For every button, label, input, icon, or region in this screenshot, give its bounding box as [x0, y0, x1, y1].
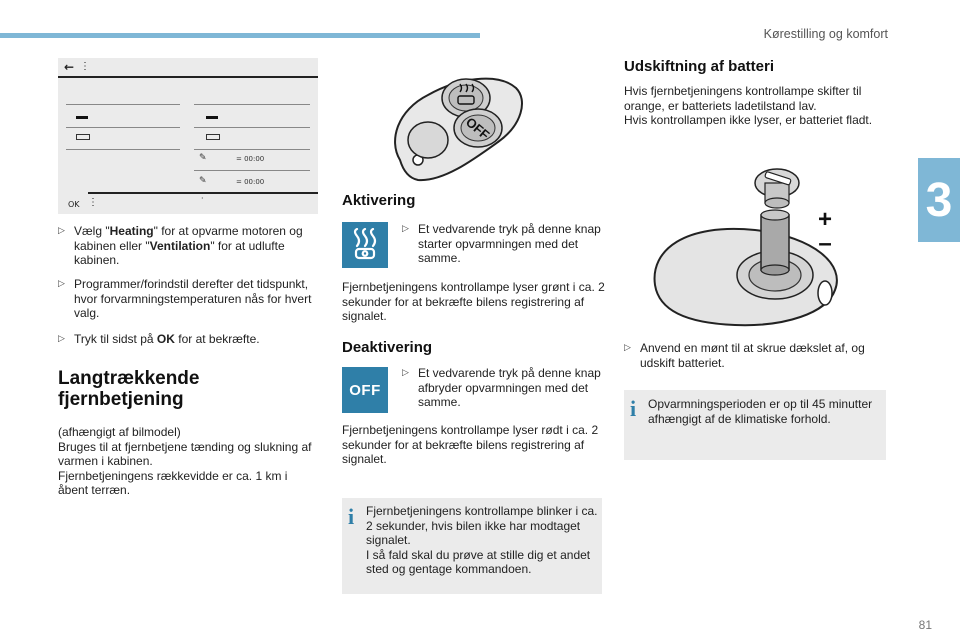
screen-line	[194, 104, 310, 105]
deactivation-description: Fjernbetjeningens kontrollampe lyser rød…	[342, 423, 599, 466]
bullet-icon: ▷	[624, 343, 631, 353]
bullet-program-time: ▷ Programmer/forindstil derefter det tid…	[58, 277, 324, 321]
info-box-signal: i Fjernbetjeningens kontrollampe blinker…	[342, 498, 602, 594]
bullet-icon: ▷	[402, 368, 409, 378]
bullet-icon: ▷	[58, 279, 65, 289]
bullet-replace-battery: ▷ Anvend en mønt til at skrue dækslet af…	[624, 341, 890, 370]
heading-battery-replacement: Udskiftning af batteri	[624, 58, 775, 75]
heading-deactivation: Deaktivering	[342, 339, 433, 356]
bullet-activation: ▷ Et vedvarende tryk på denne knap start…	[402, 222, 602, 266]
bullet-text: Programmer/forindstil derefter det tidsp…	[74, 277, 312, 320]
section-title: Kørestilling og komfort	[763, 27, 888, 41]
timer-1: = 00:00	[236, 155, 265, 163]
header-accent-bar	[0, 33, 480, 38]
setting-dash-2	[206, 116, 218, 119]
screen-line	[194, 127, 310, 128]
timer-2: = 00:00	[236, 178, 265, 186]
chapter-tab: 3	[918, 158, 960, 242]
info-text: Fjernbetjeningens kontrollampe blinker i…	[366, 504, 598, 576]
back-arrow-icon: ←	[64, 60, 75, 74]
screen-illustration: ← ⋮ ✎ = 00:00 ✎ = 00:00 OK ⋮ ·	[58, 58, 318, 214]
screen-line	[66, 104, 180, 105]
dot: ·	[201, 194, 204, 203]
bullet-icon: ▷	[402, 224, 409, 234]
bullet-confirm: ▷ Tryk til sidst på OK for at bekræfte.	[58, 332, 320, 347]
screen-line	[194, 170, 310, 171]
off-icon-label: OFF	[349, 381, 381, 399]
off-icon: OFF	[342, 367, 388, 413]
setting-toggle-1	[76, 134, 90, 140]
bullet-icon: ▷	[58, 334, 65, 344]
ok-button: OK	[68, 200, 80, 209]
remote-control-illustration: OFF	[394, 77, 523, 182]
menu-kebab-icon: ⋮	[88, 197, 98, 208]
battery-description: Hvis fjernbetjeningens kontrollampe skif…	[624, 84, 873, 127]
info-text: Opvarmningsperioden er op til 45 minutte…	[648, 397, 873, 426]
edit-pencil-icon: ✎	[199, 176, 207, 186]
screen-line	[66, 149, 180, 150]
seat-heat-icon	[353, 228, 377, 260]
bullet-text: Anvend en mønt til at skrue dækslet af, …	[640, 341, 865, 370]
bullet-text: Et vedvarende tryk på denne knap afbryde…	[418, 366, 601, 409]
setting-toggle-2	[206, 134, 220, 140]
screen-divider	[88, 192, 318, 194]
edit-pencil-icon: ✎	[199, 153, 207, 163]
bullet-deactivation: ▷ Et vedvarende tryk på denne knap afbry…	[402, 366, 602, 410]
bullet-select-mode: ▷ Vælg "Heating" for at opvarme motoren …	[58, 224, 320, 268]
activation-description: Fjernbetjeningens kontrollampe lyser grø…	[342, 280, 605, 323]
bullet-text: Et vedvarende tryk på denne knap starter…	[418, 222, 601, 265]
screen-divider	[58, 76, 318, 78]
info-box-heating-period: i Opvarmningsperioden er op til 45 minut…	[624, 390, 886, 460]
menu-kebab-icon: ⋮	[80, 61, 90, 72]
screen-line	[194, 149, 310, 150]
heading-activation: Aktivering	[342, 192, 416, 209]
info-icon: i	[630, 396, 637, 421]
bullet-text: Vælg "Heating" for at opvarme motoren og…	[74, 224, 303, 267]
long-range-description: (afhængigt af bilmodel) Bruges til at fj…	[58, 425, 312, 497]
info-icon: i	[348, 504, 355, 529]
minus-label: –	[818, 230, 831, 257]
screen-line	[66, 127, 180, 128]
page-number: 81	[918, 618, 932, 632]
bullet-icon: ▷	[58, 226, 65, 236]
heating-icon	[342, 222, 388, 268]
heading-long-range-remote: Langtrækkende fjernbetjening	[58, 368, 200, 410]
plus-label: +	[818, 206, 832, 233]
battery-replacement-illustration: + –	[653, 168, 838, 327]
setting-dash-1	[76, 116, 88, 119]
bullet-text: Tryk til sidst på OK for at bekræfte.	[74, 332, 260, 346]
